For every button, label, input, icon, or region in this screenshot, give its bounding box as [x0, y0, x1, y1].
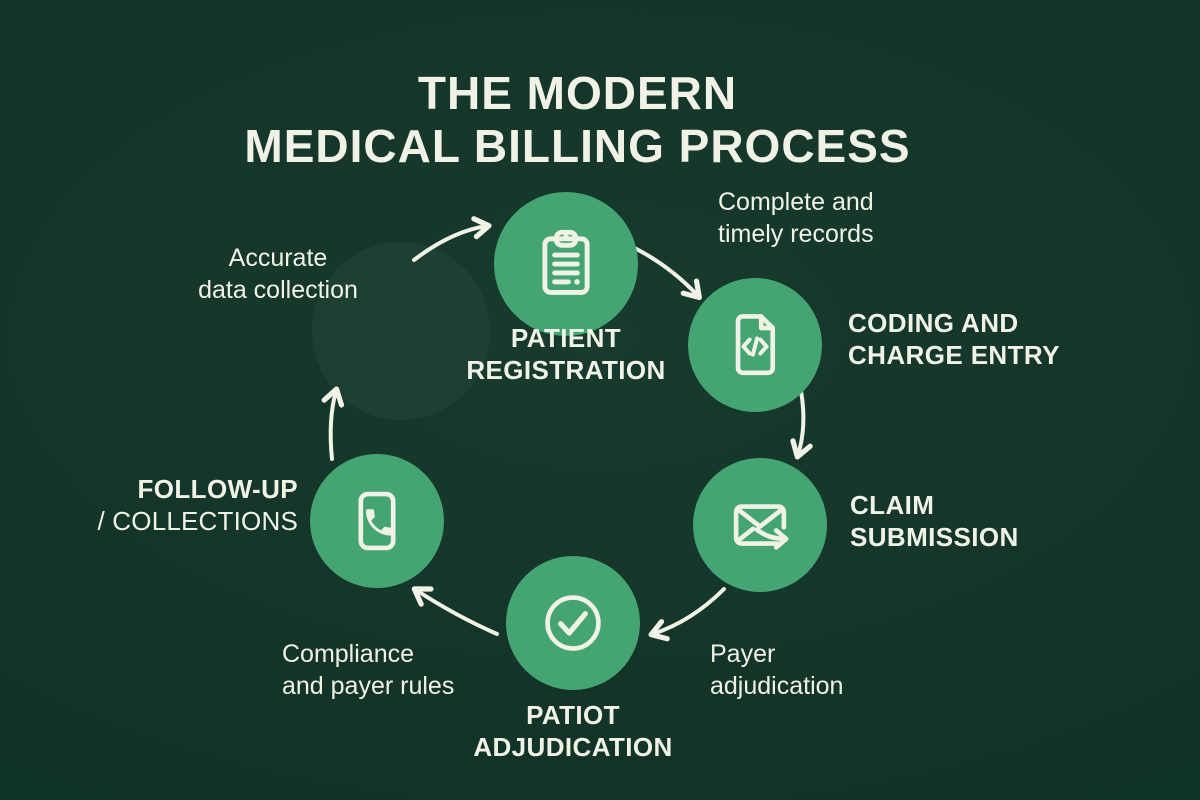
step-label-patiot-adjudication: PATIOT ADJUDICATION: [423, 699, 723, 763]
phone-icon: [358, 491, 396, 551]
step-label-follow-up-collections: FOLLOW-UP / COLLECTIONS: [56, 473, 298, 537]
step-circle-patient-registration: [494, 192, 638, 336]
arrow-data-collection-to-registration: [412, 216, 492, 262]
step-label-line: CODING AND: [848, 308, 1019, 338]
annotation-line: timely records: [718, 220, 874, 248]
page-title-line2: MEDICAL BILLING PROCESS: [244, 119, 911, 172]
step-label-line: PATIOT: [526, 700, 620, 730]
step-label-claim-submission: CLAIM SUBMISSION: [850, 489, 1019, 553]
check-circle-icon: [545, 595, 601, 651]
arrow-adjudication-to-followup: [411, 586, 499, 636]
annotation-payer-adjudication: Payer adjudication: [710, 638, 843, 702]
step-circle-coding-charge-entry: [688, 278, 822, 412]
step-circle-patiot-adjudication: [506, 556, 640, 690]
clipboard-icon: [542, 229, 590, 295]
code-file-icon: [735, 314, 776, 376]
arrow-followup-to-registration: [321, 386, 345, 461]
step-circle-follow-up-collections: [310, 454, 444, 588]
step-label-line: PATIENT: [510, 323, 622, 353]
step-label-line: CHARGE ENTRY: [848, 340, 1060, 370]
annotation-accurate-data-collection: Accurate data collection: [158, 242, 398, 306]
page-title: THE MODERN MEDICAL BILLING PROCESS: [0, 67, 1155, 173]
annotation-line: Compliance: [282, 640, 415, 668]
step-label-patient-registration: PATIENT REGISTRATION: [416, 322, 716, 386]
annotation-line: Accurate: [228, 244, 328, 272]
annotation-line: adjudication: [710, 672, 844, 700]
annotation-compliance-payer-rules: Compliance and payer rules: [282, 638, 454, 702]
step-label-line: SUBMISSION: [850, 522, 1019, 552]
annotation-line: Complete and: [718, 188, 874, 216]
step-label-line: FOLLOW-UP: [137, 474, 298, 504]
arrow-coding-to-claim: [790, 389, 813, 460]
annotation-line: and payer rules: [282, 672, 455, 700]
step-circle-claim-submission: [693, 458, 827, 592]
step-label-line: REGISTRATION: [466, 355, 666, 385]
envelope-send-icon: [733, 504, 789, 550]
step-label-line: CLAIM: [850, 490, 935, 520]
page-title-line1: THE MODERN: [417, 66, 738, 119]
annotation-line: data collection: [198, 276, 358, 304]
annotation-complete-timely-records: Complete and timely records: [718, 186, 874, 250]
step-label-line: ADJUDICATION: [473, 732, 673, 762]
step-label-coding-charge-entry: CODING AND CHARGE ENTRY: [848, 307, 1060, 371]
step-label-line: / COLLECTIONS: [97, 506, 298, 536]
arrow-claim-to-adjudication: [648, 587, 726, 642]
annotation-line: Payer: [710, 640, 776, 668]
